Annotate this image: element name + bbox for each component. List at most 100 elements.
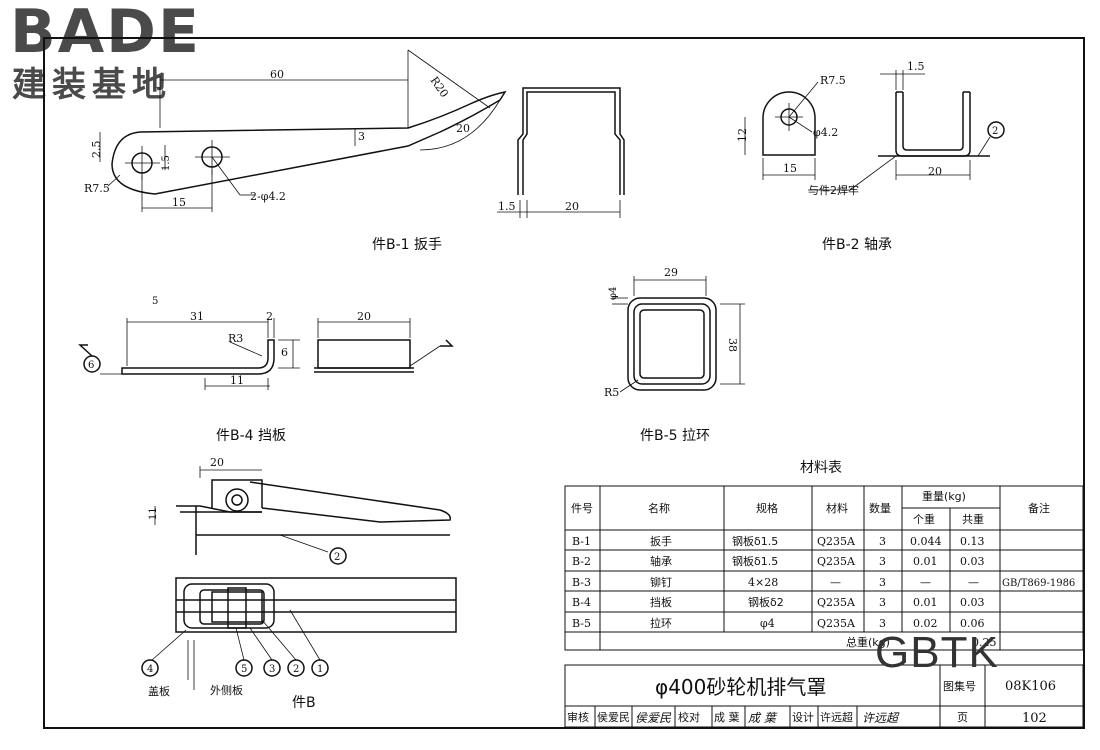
check-label: 校对 (678, 710, 700, 724)
cell-qty: 3 (879, 535, 886, 548)
th-qty: 数量 (869, 502, 891, 515)
table-row: B-5 拉环 φ4 Q235A 3 0.02 0.06 (572, 616, 985, 630)
design-label: 设计 (792, 711, 814, 724)
cell-part-no: B-5 (572, 617, 591, 630)
designer-name: 许远超 (820, 710, 853, 724)
table-row: B-1 扳手 钢板δ1.5 Q235A 3 0.044 0.13 (572, 534, 985, 548)
cell-unit-weight: 0.02 (913, 617, 938, 630)
cell-qty: 3 (879, 596, 886, 609)
th-total-weight: 共重 (962, 512, 984, 526)
cell-part-no: B-1 (572, 535, 591, 548)
b1-dim-2-5: 2.5 (90, 141, 103, 159)
cell-total-weight: 0.03 (960, 555, 985, 568)
b2-dim-20: 20 (928, 165, 942, 178)
checker-signature: 成 葉 (748, 711, 778, 725)
th-spec: 规格 (756, 501, 778, 515)
b-callout-1: 1 (317, 664, 323, 675)
b5-caption: 件B-5 拉环 (640, 428, 710, 444)
cell-spec: φ4 (760, 617, 775, 630)
b4-dim-6: 6 (281, 346, 288, 359)
total-weight-value: 0.25 (972, 636, 997, 649)
b4-dim-11: 11 (230, 374, 244, 387)
reviewer-signature: 侯爱民 (635, 711, 672, 725)
cell-unit-weight: — (920, 576, 931, 589)
th-name: 名称 (648, 501, 670, 515)
b4-dim-2: 2 (266, 310, 273, 323)
table-row: B-2 轴承 钢板δ1.5 Q235A 3 0.01 0.03 (572, 554, 985, 568)
b2-weld-note: 与件2焊牢 (808, 183, 859, 197)
th-weight: 重量(kg) (922, 489, 966, 503)
b5-dim-38: 38 (726, 338, 739, 352)
cell-qty: 3 (879, 576, 886, 589)
total-weight-label: 总重(kg) (846, 635, 890, 649)
materials-title: 材料表 (800, 460, 842, 476)
cell-qty: 3 (879, 617, 886, 630)
b2-dim-15: 15 (783, 162, 797, 175)
table-row: B-4 挡板 钢板δ2 Q235A 3 0.01 0.03 (572, 595, 985, 609)
cell-name: 铆钉 (650, 575, 672, 589)
atlas-number: 08K106 (1005, 679, 1056, 694)
b-callout-3: 3 (269, 664, 275, 675)
b1-dim-r7-5: R7.5 (84, 182, 110, 195)
part-b2-drawing (744, 70, 1005, 191)
cell-spec: 4×28 (748, 576, 778, 589)
brand-logo: BADE (10, 0, 201, 67)
brand-tagline: 建装基地 (12, 65, 172, 105)
cell-material: Q235A (817, 596, 856, 609)
b2-caption: 件B-2 轴承 (822, 237, 892, 253)
b-callout-2-top: 2 (334, 552, 340, 563)
b-callout-2: 2 (293, 664, 299, 675)
b-callout-4: 4 (147, 664, 153, 675)
cell-total-weight: 0.06 (960, 617, 985, 630)
th-note: 备注 (1028, 501, 1050, 515)
b-dim-11: 11 (148, 507, 159, 520)
cell-spec: 钢板δ1.5 (732, 534, 778, 548)
cell-material: Q235A (817, 555, 856, 568)
watermark: GBTK (875, 628, 999, 677)
part-b4-drawing (78, 318, 454, 390)
cell-unit-weight: 0.044 (910, 535, 942, 548)
cell-qty: 3 (879, 555, 886, 568)
cell-material: Q235A (817, 535, 856, 548)
designer-signature: 许远超 (862, 711, 900, 725)
cell-unit-weight: 0.01 (913, 555, 938, 568)
cell-unit-weight: 0.01 (913, 596, 938, 609)
b-caption: 件B (292, 695, 316, 711)
b2-dim-1-5: 1.5 (907, 60, 925, 73)
materials-table-grid (564, 485, 1084, 651)
cell-name: 扳手 (650, 534, 672, 548)
checker-name: 成 葉 (714, 710, 740, 724)
cell-spec: 钢板δ2 (748, 595, 784, 609)
cell-spec: 钢板δ1.5 (732, 554, 778, 568)
cell-total-weight: 0.03 (960, 596, 985, 609)
part-b1-side-view (497, 87, 625, 218)
b1-caption: 件B-1 扳手 (372, 237, 442, 253)
b1-hole-callout: 2-φ4.2 (250, 190, 286, 203)
cell-material: — (830, 576, 841, 589)
b4-dim-31: 31 (190, 310, 204, 323)
b1-dim-1-5-a: 1.5 (161, 155, 172, 171)
cell-material: Q235A (817, 617, 856, 630)
atlas-label: 图集号 (943, 679, 976, 693)
b-label-outer-plate: 外侧板 (210, 683, 243, 697)
b4-caption: 件B-4 挡板 (216, 428, 286, 444)
review-label: 审核 (567, 710, 589, 724)
b4-dim-20: 20 (357, 310, 371, 323)
reviewer-name: 侯爱民 (597, 710, 630, 724)
cell-total-weight: 0.13 (960, 535, 985, 548)
b-label-cover: 盖板 (148, 684, 170, 698)
page-label: 页 (957, 711, 968, 724)
b2-dim-r7-5: R7.5 (820, 74, 846, 87)
cell-total-weight: — (968, 576, 979, 589)
part-b-assembly (141, 466, 457, 690)
th-part-no: 件号 (571, 502, 593, 515)
part-b1-drawing (99, 49, 507, 212)
b2-dim-12: 12 (736, 128, 749, 142)
cell-name: 拉环 (650, 616, 672, 630)
b4-dim-r3: R3 (228, 332, 243, 345)
b1-dim-60: 60 (270, 68, 284, 81)
b1-dim-20: 20 (456, 122, 470, 135)
b2-callout-2: 2 (992, 126, 998, 137)
